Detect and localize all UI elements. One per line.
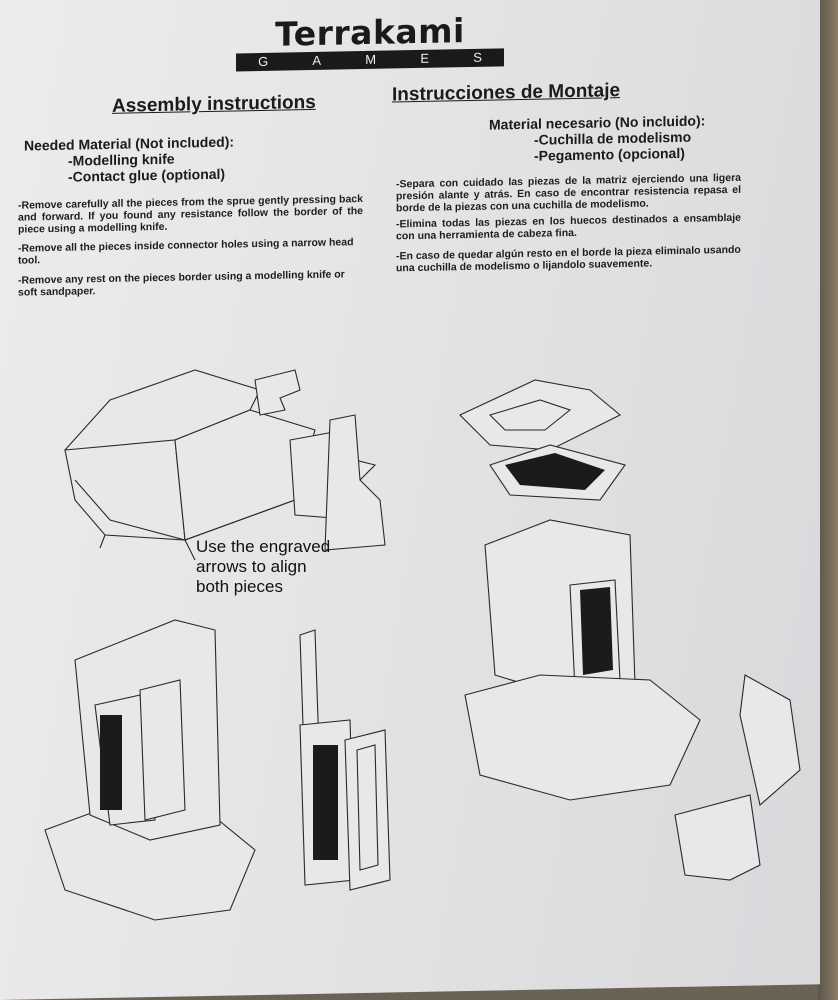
caption-line: Use the engraved (196, 537, 331, 556)
logo-wordmark: Terrakami (275, 11, 465, 54)
english-step: -Remove any rest on the pieces border us… (18, 268, 345, 299)
logo-letter: S (473, 49, 482, 65)
logo-letter: M (365, 51, 377, 67)
spanish-title: Instrucciones de Montaje (392, 80, 621, 106)
english-material-item: -Contact glue (optional) (68, 165, 226, 185)
english-title: Assembly instructions (112, 91, 316, 117)
diagram-tower-exploded (459, 379, 801, 881)
spanish-step: -Elimina todas las piezas en los huecos … (396, 211, 741, 243)
logo-letter: E (420, 50, 430, 66)
spanish-step: -Separa con cuidado las piezas de la mat… (396, 171, 741, 215)
caption-line: both pieces (196, 577, 283, 596)
spanish-material-item: -Pegamento (opcional) (534, 144, 685, 164)
english-step: -Remove carefully all the pieces from th… (18, 193, 363, 236)
caption-line: arrows to align (196, 557, 307, 576)
spanish-step: -En caso de quedar algún resto en el bor… (396, 243, 741, 275)
logo-letter: G (258, 53, 269, 70)
diagram-tower-assembly (44, 619, 391, 921)
logo-subline: G A M E S (236, 48, 504, 71)
diagram-caption: Use the engraved arrows to align both pi… (196, 537, 366, 597)
english-step: -Remove all the pieces inside connector … (18, 236, 354, 267)
terrakami-logo: Terrakami G A M E S (236, 11, 504, 75)
diagram-base-pieces (64, 369, 386, 561)
desk-edge (818, 0, 838, 1000)
logo-letter: A (312, 52, 322, 69)
